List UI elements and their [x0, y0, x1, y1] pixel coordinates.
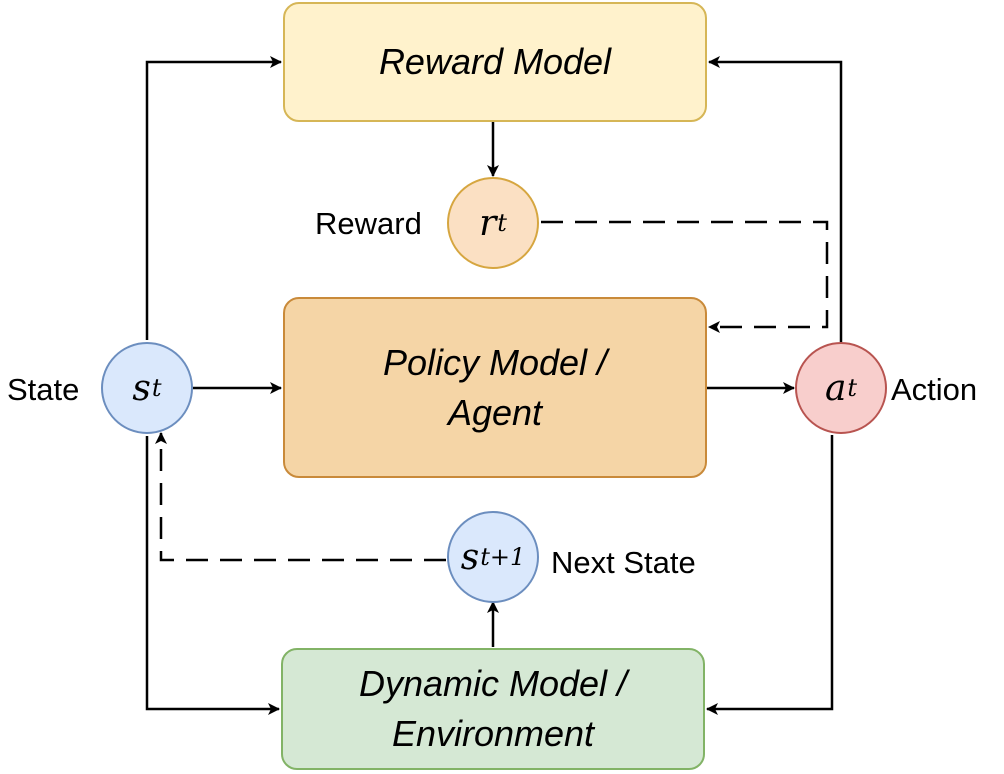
next-state-subscript: t+1 — [480, 543, 526, 571]
edge-next-state-to-state-dashed — [155, 432, 446, 562]
dynamic-model-label-line1: Dynamic Model / — [358, 663, 628, 704]
edge-action-to-dynamic-model — [706, 435, 834, 715]
dynamic-model-box: Dynamic Model / Environment — [281, 648, 705, 770]
edge-state-to-reward-model — [145, 56, 282, 340]
dynamic-model-label-line2: Environment — [391, 713, 595, 754]
action-label: Action — [891, 372, 978, 407]
state-subscript: t — [151, 374, 162, 402]
policy-model-label-line2: Agent — [447, 391, 543, 433]
state-symbol: s — [132, 367, 151, 409]
edge-action-to-reward-model — [708, 56, 843, 342]
policy-model-label-line1: Policy Model / — [382, 341, 608, 383]
next-state-symbol: s — [460, 536, 480, 578]
policy-model-box: Policy Model / Agent — [283, 297, 707, 478]
reward-model-label: Reward Model — [378, 41, 612, 82]
action-subscript: t — [847, 374, 858, 402]
edge-state-to-dynamic-model — [145, 436, 280, 715]
reward-symbol: r — [479, 202, 497, 244]
edge-reward-to-policy-dashed — [541, 220, 829, 333]
next-state-label: Next State — [551, 545, 696, 580]
reward-model-box: Reward Model — [283, 2, 707, 122]
reward-subscript: t — [497, 209, 507, 237]
state-label: State — [7, 372, 80, 407]
reward-label: Reward — [315, 206, 422, 241]
action-symbol: a — [824, 367, 847, 409]
